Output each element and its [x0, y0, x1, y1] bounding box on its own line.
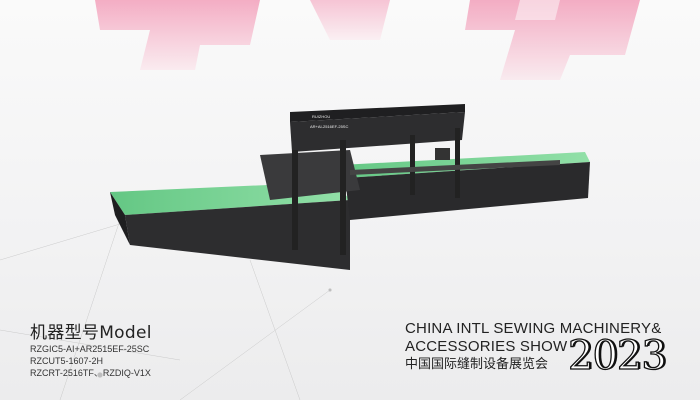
- machine-brand-label: RUIZHOU: [312, 114, 331, 119]
- model-line: RZCUT5-1607-2H: [30, 356, 104, 366]
- model-line: RZCRT-2516TF、RZDIQ-V1X: [30, 368, 151, 378]
- model-line: RZGIC5-AI+AR2515EF-25SC: [30, 344, 150, 354]
- show-year: 2023: [567, 332, 667, 379]
- model-info: 机器型号Model RZGIC5-AI+AR2515EF-25SC RZCUT5…: [30, 318, 152, 379]
- show-title-en-2: ACCESSORIES SHOW: [405, 338, 568, 355]
- show-title-en-1: CHINA INTL SEWING MACHINERY&: [405, 320, 662, 337]
- pink-3d-text-decor: [95, 0, 640, 80]
- cutting-machine-image: [110, 104, 590, 270]
- model-title: 机器型号Model: [30, 323, 152, 343]
- show-title-cn: 中国国际缝制设备展览会: [405, 357, 549, 372]
- exhibition-title: CHINA INTL SEWING MACHINERY& ACCESSORIES…: [405, 320, 661, 374]
- machine-model-tag: AR+AI-2516EF-25SC: [310, 124, 349, 129]
